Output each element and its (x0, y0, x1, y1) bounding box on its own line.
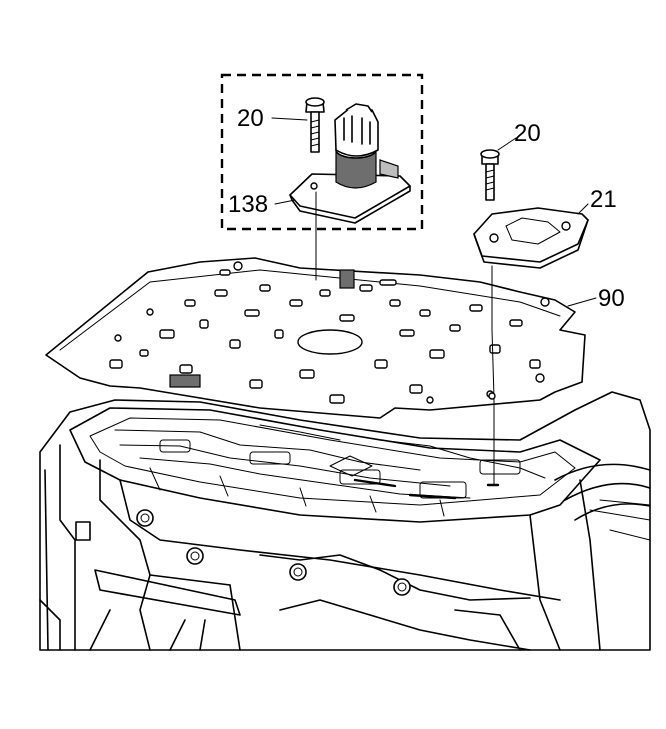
case-bolt-1 (136, 509, 154, 527)
case-bolt-2 (186, 547, 204, 565)
bolt-right (480, 149, 500, 201)
plate-orifices (109, 261, 550, 404)
separator-plate (45, 257, 586, 419)
bracket-assembly (473, 149, 589, 487)
callout-solenoid: 138 (228, 191, 268, 218)
callout-bracket: 21 (590, 186, 617, 213)
case-bolt-4 (393, 578, 411, 596)
transmission-case (39, 391, 651, 651)
solenoid-assembly (220, 73, 424, 281)
case-bolt-3 (289, 563, 307, 581)
case-bore (554, 463, 651, 541)
callout-leaders (271, 117, 597, 307)
callout-bolt-left: 20 (237, 105, 264, 132)
bolt-left (305, 97, 325, 190)
callout-separator-plate: 90 (598, 285, 625, 312)
dashed-callout-box (220, 73, 424, 231)
callout-bolt-right: 20 (514, 120, 541, 147)
